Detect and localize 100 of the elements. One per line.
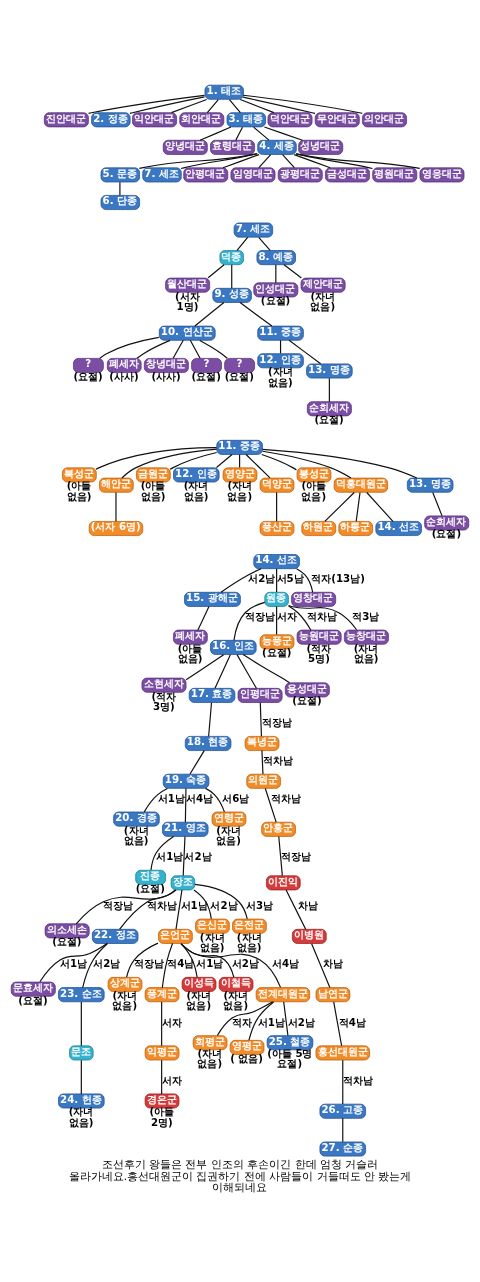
connector [80,1000,82,1046]
connector [253,126,270,141]
node-label: (요절) [262,646,292,658]
node-label: (사사) [151,370,181,382]
edge-label: 서2남 [184,850,212,862]
edge-label: 적장남 [245,610,276,622]
connector [288,339,322,364]
node-label: (사사) [109,370,139,382]
connector [185,653,225,680]
edge-label: 서4남 [186,792,214,804]
edge-label: 적장남 [134,957,165,969]
connector [175,888,183,930]
connector [261,453,298,470]
connector [262,450,352,479]
node-label: (자녀 없음) [183,479,209,502]
connector [99,336,160,359]
connector [180,152,258,169]
connector [276,491,278,522]
edge-label: 차남 [297,899,318,911]
edge-label: 적차남 [263,754,294,766]
connector [263,125,304,141]
connector [119,181,121,196]
connector [245,453,271,478]
connector [278,835,283,876]
edge-label: 서1남 [180,899,208,911]
connector [189,339,201,359]
connector [205,787,225,812]
connector [258,153,272,168]
edge-label: 서2남 [93,957,121,969]
connector [258,236,271,251]
connector [214,653,231,689]
connector [366,491,394,522]
connector [288,604,358,630]
connector [39,942,108,982]
edge-label: 서자 [161,1074,182,1086]
node-label: (아들 없음) [301,479,327,502]
connector [215,453,233,468]
connector [161,1000,163,1046]
connector [355,491,361,522]
connector [432,491,443,516]
connector [95,446,218,470]
connector [311,942,331,988]
node-label: (자녀 없음) [68,1105,94,1128]
edge-label: 서2남 [210,899,238,911]
node-label: (요절) [224,370,254,382]
node-label: (요절) [18,994,48,1006]
connector [75,889,177,924]
connector [170,98,208,113]
connector [239,453,241,468]
connector [194,301,225,327]
node-label: (적자 5명) [306,642,332,664]
node-label: ( 없음) [230,1052,264,1064]
edge-label: 서2남 [287,1016,315,1028]
edge-label: 적3남 [352,610,380,622]
edge-label: 적차남 [271,792,302,804]
connector [231,263,233,289]
connector [189,749,205,775]
node-label: (자녀 없음) [267,365,293,387]
node-label: (요절) [191,370,221,382]
connector [342,1117,344,1142]
connector [283,1000,289,1036]
connector [239,98,275,113]
edge-label: 서1남 [60,957,88,969]
connector [88,94,206,114]
connector [264,787,277,823]
node-label: (아들 2명) [149,1105,175,1128]
connector [82,942,109,988]
connector [261,448,418,479]
connector [259,701,263,737]
node-label: (적자 3명) [151,690,177,712]
connector [233,601,266,641]
connector [228,98,241,113]
edge-label: 서5남 [276,572,304,584]
edge-label: 적장남 [261,716,292,728]
connector [161,942,174,988]
edge-label: 서1남 [156,850,184,862]
connector [172,339,184,359]
edge-label: 적자(13남) [311,572,365,584]
connector [288,604,312,631]
node-label: (아들 없음) [177,642,203,664]
node-label: (요절) [292,694,322,706]
connector [333,1000,343,1046]
node-label: (자녀 없음) [236,931,262,953]
node-label: (자녀 없음) [223,989,249,1011]
node-label: (자녀 없음) [310,290,336,312]
edge-label: 서3남 [245,899,274,911]
edge-label: 적장남 [103,899,134,911]
connector [342,1059,344,1105]
connector [239,301,273,327]
connector [293,153,331,168]
connector [276,605,278,635]
edge-label: 적차남 [147,899,178,911]
connector [208,701,213,737]
connector [324,491,355,522]
edge-label: 서자 [276,610,297,622]
edge-label: 적차남 [342,1074,373,1086]
caption: 조선후기 왕들은 전부 인조의 후손이긴 한데 엄청 거슬러 올라가네요.흥선대원군이 집권하기 전에 사람들이 거들떠도 안 봤는게 이해되네요 [68,1157,412,1194]
connector [80,1059,82,1094]
node-label: (자녀 없음) [353,642,379,664]
connector [222,153,260,168]
